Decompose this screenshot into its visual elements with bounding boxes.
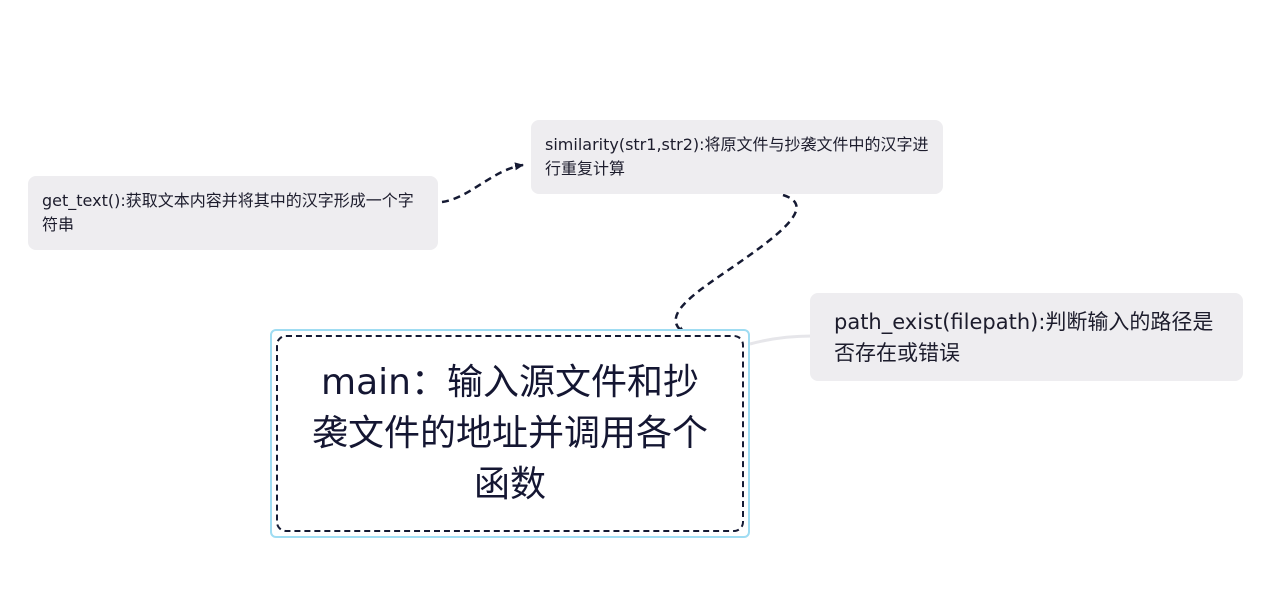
edge-similarity-to-main[interactable] [674, 193, 798, 336]
node-get-text-label: get_text():获取文本内容并将其中的汉字形成一个字符串 [42, 191, 414, 234]
node-path-exist-label: path_exist(filepath):判断输入的路径是否存在或错误 [834, 310, 1214, 365]
edge-get-text-to-similarity[interactable] [441, 162, 524, 204]
edge-main-to-path-exist[interactable] [749, 334, 813, 346]
node-path-exist[interactable]: path_exist(filepath):判断输入的路径是否存在或错误 [810, 293, 1243, 381]
node-main-label: main：输入源文件和抄袭文件的地址并调用各个函数 [311, 362, 708, 505]
node-get-text[interactable]: get_text():获取文本内容并将其中的汉字形成一个字符串 [28, 176, 438, 250]
node-similarity-label: similarity(str1,str2):将原文件与抄袭文件中的汉字进行重复计… [545, 135, 929, 178]
node-main-selection-frame[interactable]: main：输入源文件和抄袭文件的地址并调用各个函数 [270, 329, 750, 538]
node-similarity[interactable]: similarity(str1,str2):将原文件与抄袭文件中的汉字进行重复计… [531, 120, 943, 194]
node-main[interactable]: main：输入源文件和抄袭文件的地址并调用各个函数 [276, 335, 744, 532]
